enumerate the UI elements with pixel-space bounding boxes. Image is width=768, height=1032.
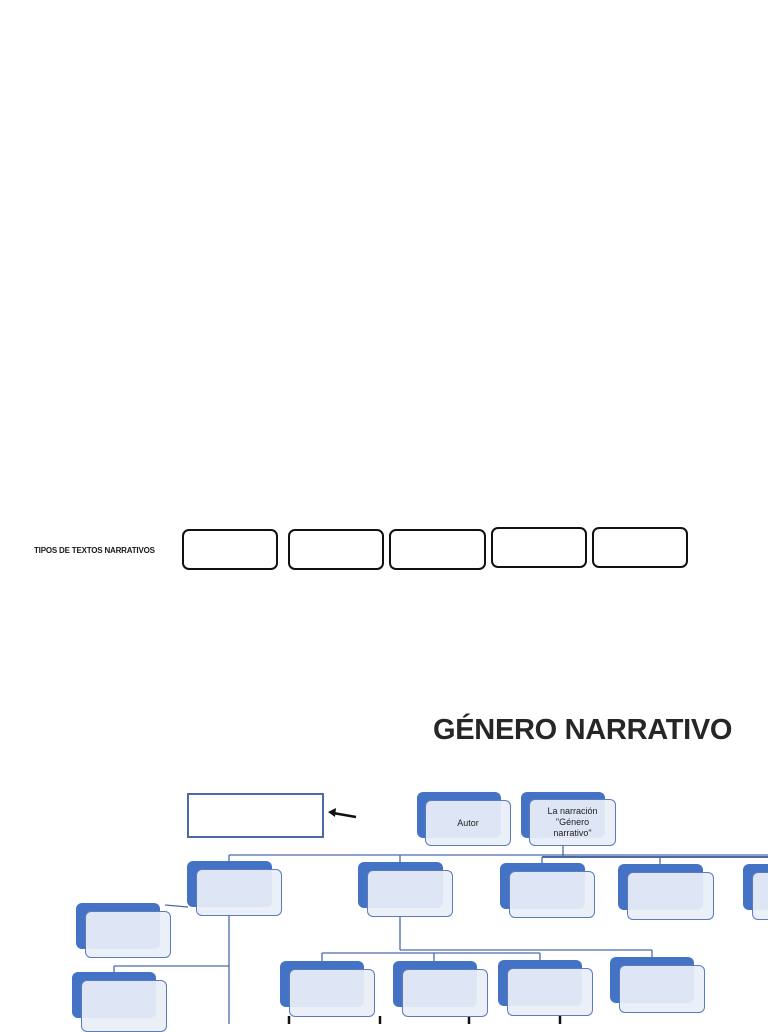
node-level2-d[interactable] [610, 957, 705, 1013]
node-level1-b-label [367, 870, 453, 917]
node-level1-c[interactable] [500, 863, 595, 918]
node-autor-label: Autor [425, 800, 511, 846]
node-level1-d-label [627, 872, 714, 920]
node-narracion[interactable]: La narración "Género narrativo" [521, 792, 616, 846]
node-level2-c[interactable] [498, 960, 593, 1016]
node-level1-c-label [509, 871, 595, 918]
node-level2-b[interactable] [393, 961, 488, 1017]
answer-box[interactable] [187, 793, 324, 838]
node-level1-a[interactable] [187, 861, 282, 916]
left-arrow-icon [328, 808, 357, 819]
node-level1-e-label [752, 872, 768, 920]
node-level1-d[interactable] [618, 864, 714, 920]
node-level1-a-label [196, 869, 282, 916]
tipo-box-4[interactable] [491, 527, 587, 568]
node-narracion-label: La narración "Género narrativo" [529, 799, 616, 846]
node-side-b[interactable] [72, 972, 167, 1032]
node-level2-a[interactable] [280, 961, 375, 1017]
node-side-b-label [81, 980, 167, 1032]
tipo-box-1[interactable] [182, 529, 278, 570]
node-autor[interactable]: Autor [417, 792, 511, 846]
node-level1-e[interactable] [743, 864, 768, 920]
diagram-title: GÉNERO NARRATIVO [433, 714, 733, 746]
node-level1-b[interactable] [358, 862, 453, 917]
node-side-a[interactable] [76, 903, 171, 958]
node-level2-d-label [619, 965, 705, 1013]
node-level2-c-label [507, 968, 593, 1016]
tipo-box-5[interactable] [592, 527, 688, 568]
tipos-textos-label: TIPOS DE TEXTOS NARRATIVOS [34, 546, 155, 555]
node-level2-b-label [402, 969, 488, 1017]
tipo-box-3[interactable] [389, 529, 486, 570]
node-level2-a-label [289, 969, 375, 1017]
node-side-a-label [85, 911, 171, 958]
tipo-box-2[interactable] [288, 529, 384, 570]
